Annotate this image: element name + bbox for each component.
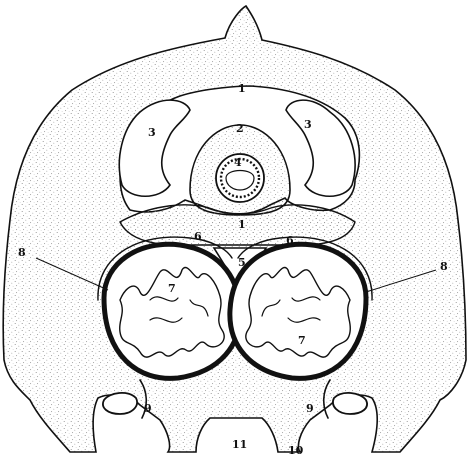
structure-7-left-organ [104, 244, 240, 378]
label-9-right: 9 [306, 402, 314, 415]
label-5: 5 [238, 256, 246, 269]
label-9-left: 9 [144, 402, 152, 415]
label-11: 11 [232, 438, 247, 451]
structure-9-right [333, 393, 367, 414]
label-7-right: 7 [298, 334, 306, 347]
label-4: 4 [234, 156, 242, 169]
label-6-right: 6 [286, 234, 294, 247]
label-8-left: 8 [18, 246, 26, 259]
structure-7-right-organ [230, 244, 366, 378]
label-7-left: 7 [168, 282, 176, 295]
label-3-left: 3 [148, 126, 156, 139]
label-3-right: 3 [304, 118, 312, 131]
label-6-left: 6 [194, 230, 202, 243]
label-10: 10 [288, 444, 304, 457]
label-1-bottom: 1 [238, 218, 246, 231]
label-1-top: 1 [238, 82, 246, 95]
label-8-right: 8 [440, 260, 448, 273]
structure-9-left [103, 393, 137, 414]
label-2: 2 [236, 122, 244, 135]
